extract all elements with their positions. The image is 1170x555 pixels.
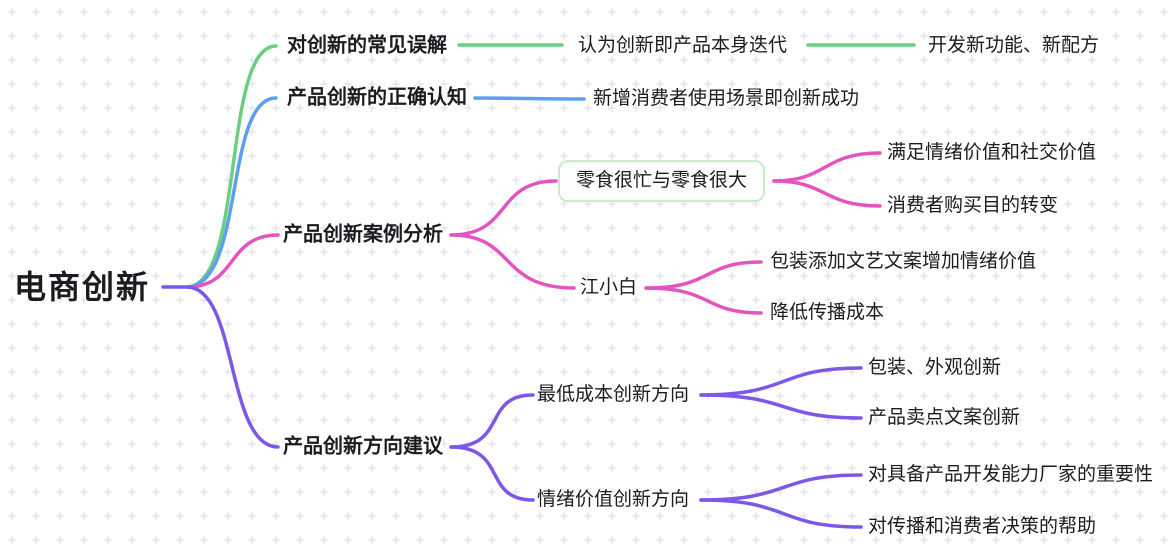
edge-emotional-value-to-manufacturers [699, 473, 863, 502]
node-lower-spread-cost[interactable]: 降低传播成本 [770, 302, 885, 324]
node-product-iteration[interactable]: 认为创新即产品本身迭代 [578, 35, 788, 57]
edge-snack-brands-to-purchase-purpose [772, 179, 882, 208]
node-emotional-social-value[interactable]: 满足情绪价值和社交价值 [887, 142, 1097, 164]
branch-direction-advice-topic[interactable]: 产品创新方向建议 [283, 435, 443, 458]
edge-case-analysis-to-snack-brands [449, 179, 558, 237]
branch-misconceptions-topic[interactable]: 对创新的常见误解 [287, 34, 447, 57]
edge-lowest-cost-to-selling-point [699, 393, 863, 420]
node-lowest-cost-direction[interactable]: 最低成本创新方向 [537, 384, 690, 406]
edge-correct-understanding-to-scenarios [473, 96, 586, 101]
edge-case-analysis-to-jiangxiaobai [449, 233, 576, 290]
edge-root-to-misconceptions [185, 44, 278, 289]
edge-snack-brands-to-emotional-social-value [772, 151, 882, 183]
edge-direction-advice-to-lowest-cost [449, 393, 535, 449]
edge-root-to-case-analysis [185, 233, 280, 289]
node-snack-brands[interactable]: 零食很忙与零食很大 [558, 160, 766, 202]
node-jiangxiaobai[interactable]: 江小白 [580, 277, 638, 299]
branch-case-analysis-topic[interactable]: 产品创新案例分析 [283, 223, 443, 246]
node-artistic-copywriting[interactable]: 包装添加文艺文案增加情绪价值 [770, 251, 1037, 273]
edge-emotional-value-to-decision-help [699, 498, 863, 529]
edge-jiangxiaobai-to-spread-cost [644, 286, 763, 315]
node-importance-to-manufacturers[interactable]: 对具备产品开发能力厂家的重要性 [868, 464, 1154, 486]
node-emotional-value-direction[interactable]: 情绪价值创新方向 [537, 489, 690, 511]
edge-root-to-direction-advice [161, 285, 280, 449]
edge-direction-advice-to-emotional-value [449, 445, 535, 502]
root-topic[interactable]: 电商创新 [14, 269, 151, 305]
node-help-spread-decision[interactable]: 对传播和消费者决策的帮助 [868, 516, 1097, 538]
edge-jiangxiaobai-to-copywriting [644, 260, 763, 290]
branch-correct-understanding-topic[interactable]: 产品创新的正确认知 [287, 86, 467, 109]
edge-lowest-cost-to-packaging [699, 366, 863, 397]
node-purchase-purpose-shift[interactable]: 消费者购买目的转变 [887, 195, 1059, 217]
edge-root-to-correct-understanding [185, 96, 278, 289]
node-new-consumer-scenarios[interactable]: 新增消费者使用场景即创新成功 [593, 88, 860, 110]
node-packaging-appearance[interactable]: 包装、外观创新 [868, 357, 1002, 379]
node-selling-point-copy[interactable]: 产品卖点文案创新 [868, 407, 1021, 429]
node-new-features-formula[interactable]: 开发新功能、新配方 [928, 35, 1100, 57]
